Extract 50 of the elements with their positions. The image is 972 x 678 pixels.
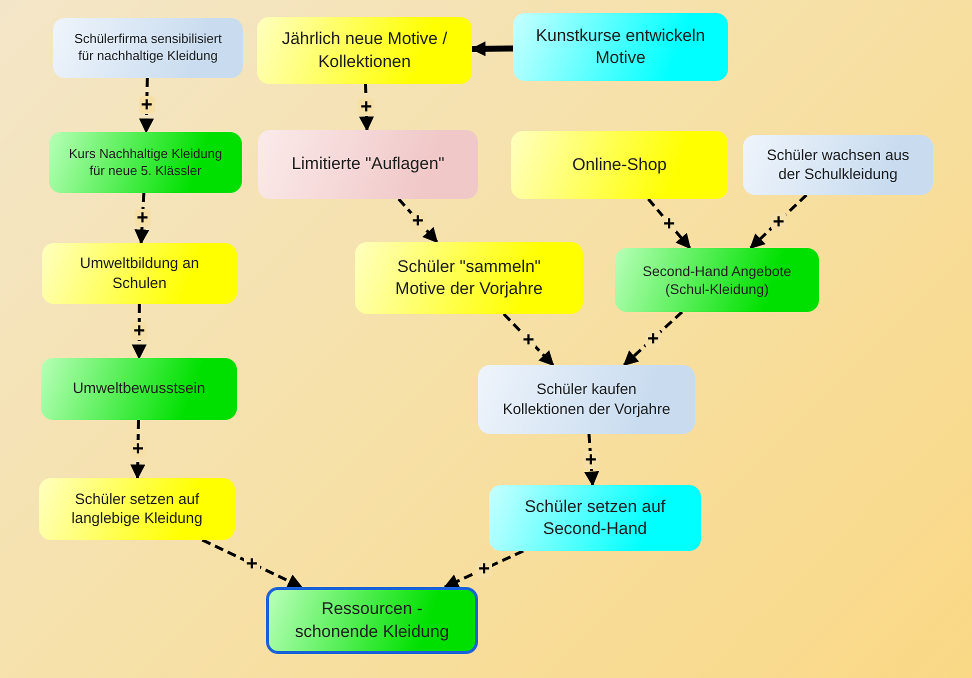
box-text: Online-Shop [572, 154, 667, 176]
arrow [202, 538, 303, 588]
process-box [511, 131, 728, 199]
box-text: Jährlich neue Motive / Kollektionen [280, 28, 448, 72]
edge-label: + [645, 330, 662, 348]
process-box [258, 130, 478, 199]
box-text: Schüler "sammeln" Motive der Vorjahre [394, 256, 544, 300]
process-box [266, 587, 478, 654]
edge-label: + [520, 330, 536, 348]
process-box [39, 478, 235, 540]
box-text: Schüler wachsen aus der Schulkleidung [766, 146, 910, 184]
process-box [478, 365, 695, 434]
box-text: Schüler setzen auf langlebige Kleidung [70, 490, 204, 528]
edge-label: + [661, 214, 678, 232]
process-box [257, 17, 472, 84]
box-text: Limitierte "Auflagen" [292, 153, 444, 176]
process-box [355, 242, 583, 314]
box-text: Umweltbewusstsein [72, 379, 206, 399]
process-box [489, 485, 701, 551]
edge-label: + [476, 560, 492, 578]
box-text: Second-Hand Angebote (Schul-Kleidung) [642, 262, 792, 298]
arrow [470, 41, 514, 56]
process-box [41, 358, 237, 420]
box-text: Schüler setzen auf Second-Hand [524, 496, 666, 540]
arrow [444, 550, 524, 588]
edge-label: + [134, 209, 150, 227]
process-box [49, 132, 242, 193]
edge-label: + [770, 212, 787, 230]
edge-label: + [131, 322, 148, 340]
process-box [42, 243, 237, 304]
arrow [398, 198, 438, 244]
arrow [623, 310, 684, 366]
edge-label: + [358, 98, 374, 116]
arrow [750, 194, 808, 250]
edge-label: + [130, 440, 146, 458]
process-box [513, 13, 728, 81]
process-box [615, 248, 819, 312]
edge-label: + [138, 96, 155, 114]
box-text: Schülerfirma sensibilisiert für nachhaltige Kleidung [73, 31, 223, 65]
process-box [743, 135, 933, 195]
edge-label: + [410, 212, 426, 230]
edge-label: + [582, 450, 599, 468]
arrow [647, 198, 692, 250]
arrow [502, 312, 554, 366]
process-box [53, 18, 243, 78]
box-text: Umweltbildung an Schulen [78, 254, 200, 293]
box-text: Schüler kaufen Kollektionen der Vorjahre [502, 380, 672, 419]
box-text: Kunstkurse entwickeln Motive [534, 24, 706, 69]
box-text: Kurs Nachhaltige Kleidung für neue 5. Klässler [68, 146, 224, 180]
box-text: Ressourcen - schonende Kleidung [294, 598, 450, 642]
